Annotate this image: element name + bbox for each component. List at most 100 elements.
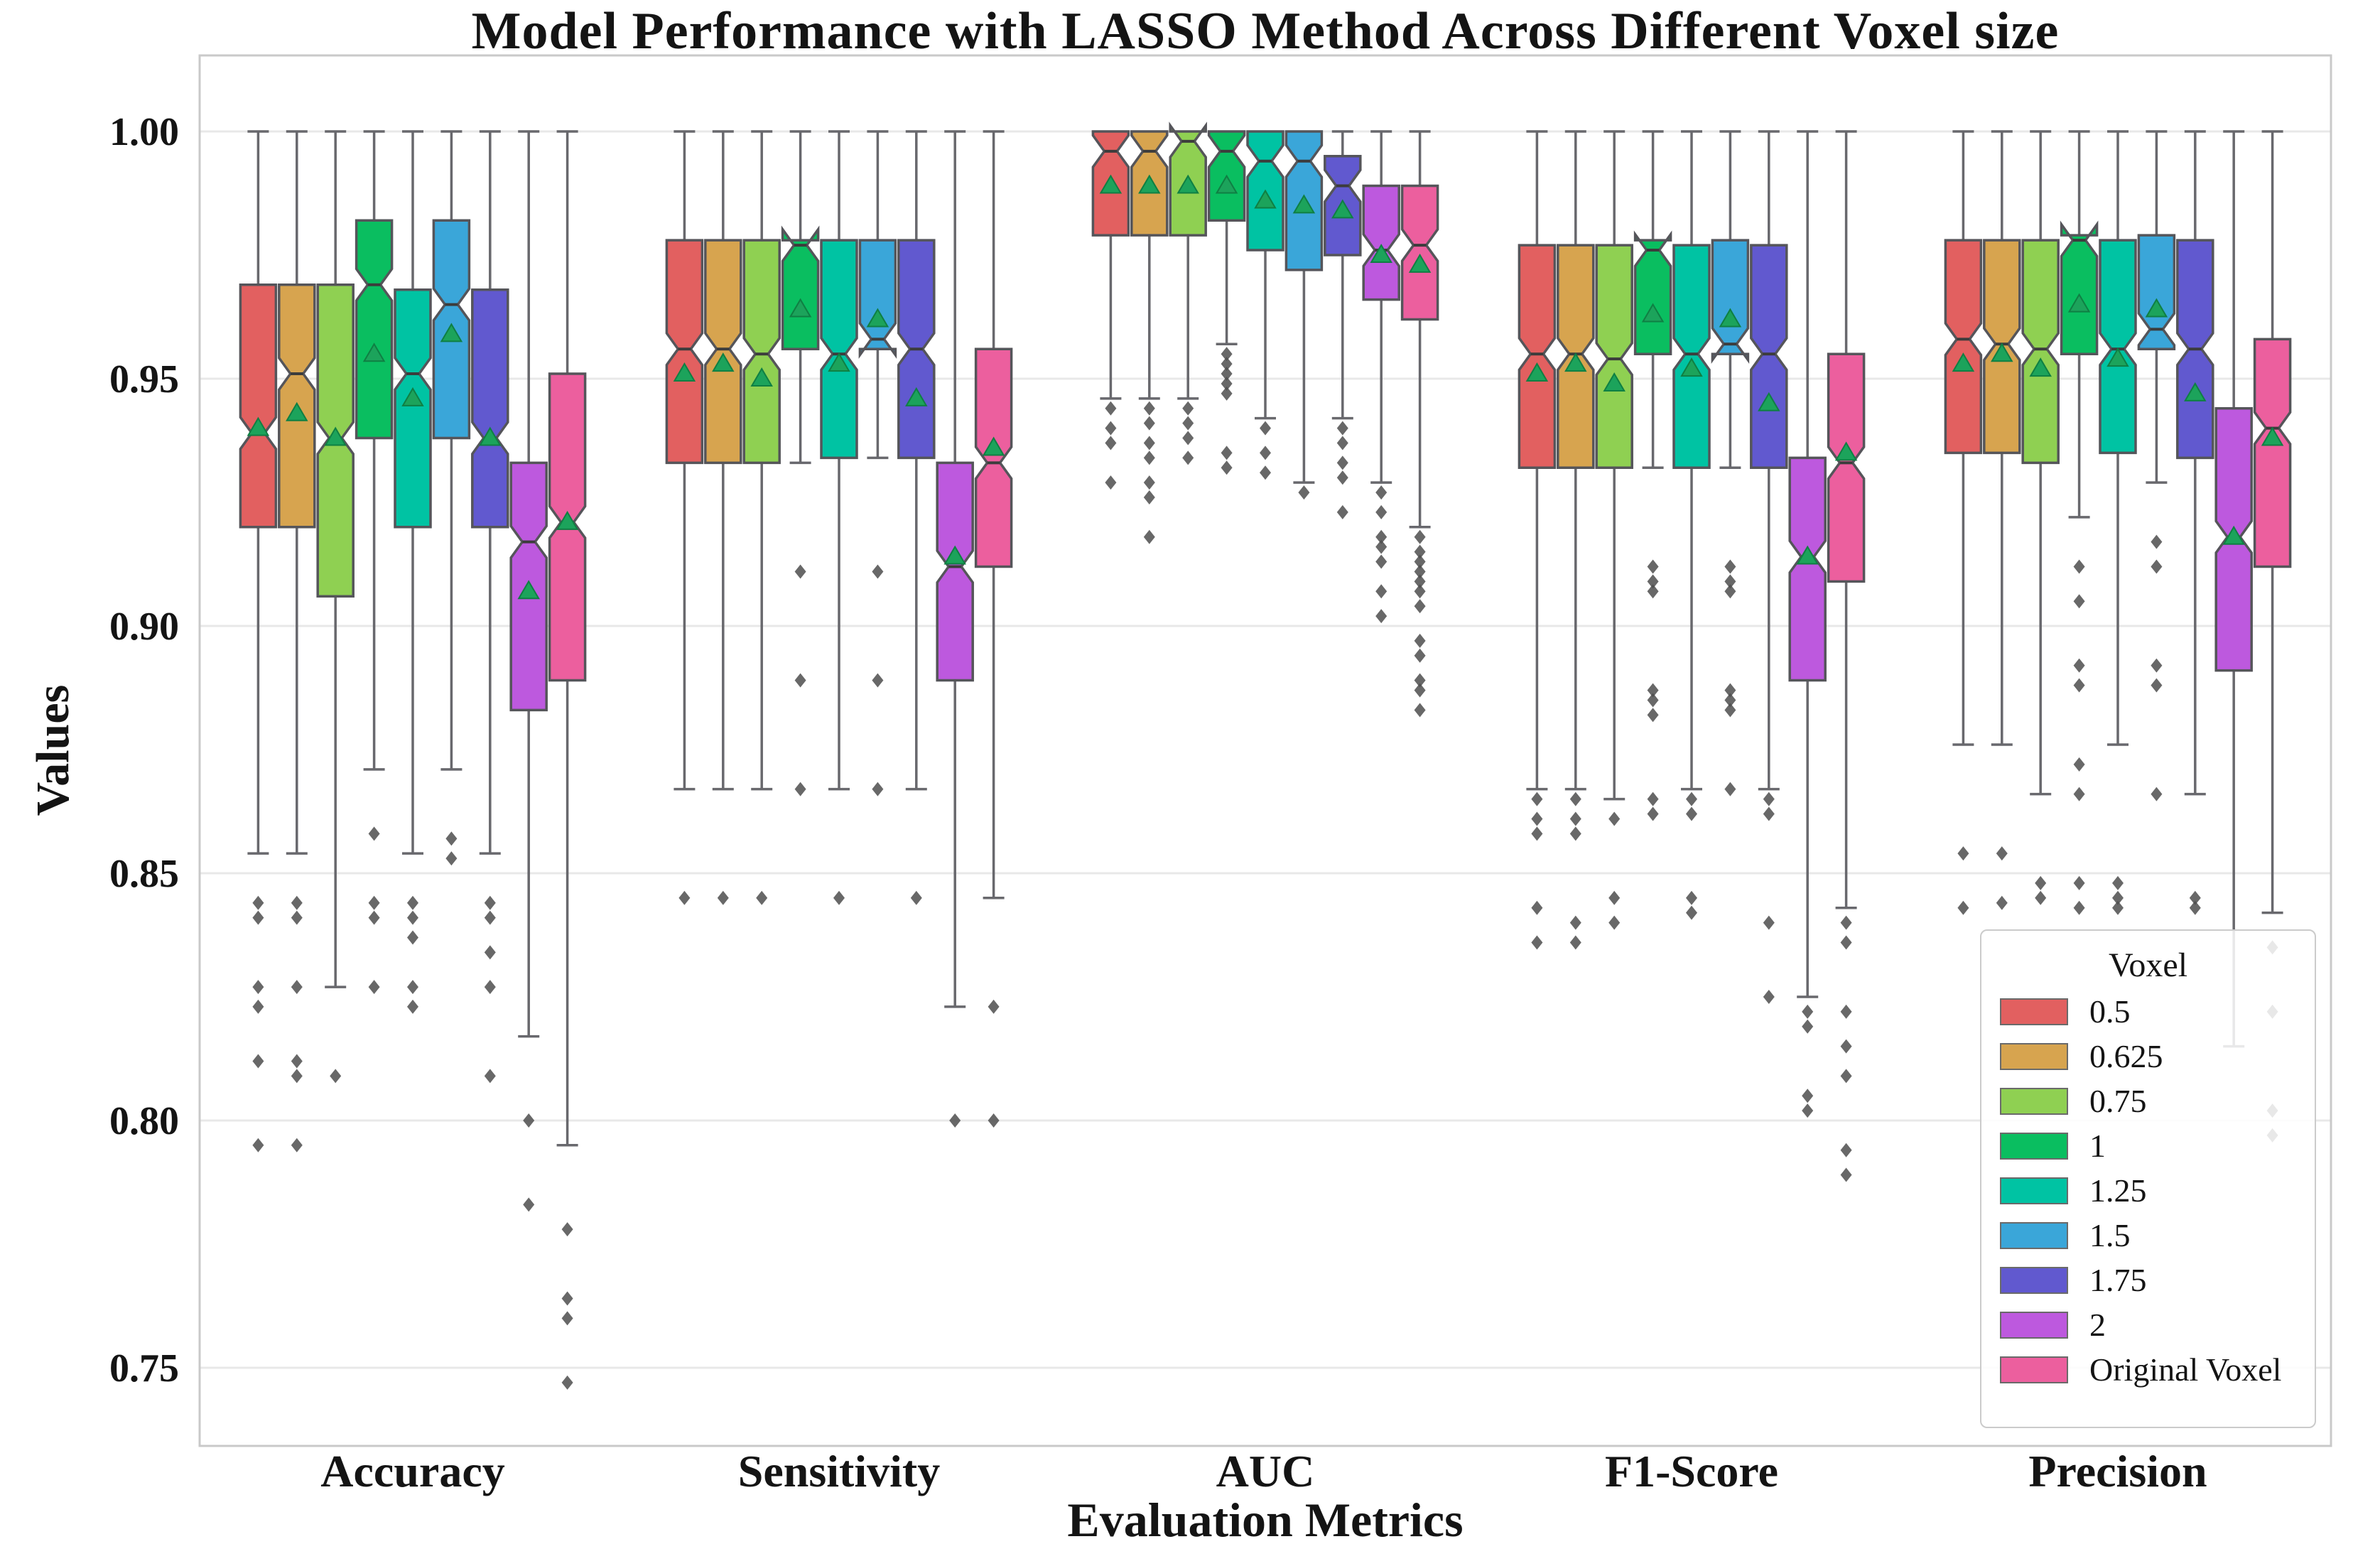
outlier-point — [291, 1054, 303, 1069]
outlier-point — [949, 1113, 961, 1128]
outlier-point — [872, 782, 884, 796]
outlier-point — [1414, 544, 1426, 559]
mean-marker — [247, 416, 270, 436]
mean-marker — [1177, 174, 1199, 194]
outlier-point — [678, 890, 691, 905]
outlier-point — [1686, 890, 1697, 905]
outlier-point — [2112, 875, 2124, 890]
outlier-point — [1375, 584, 1388, 599]
outlier-point — [561, 1311, 573, 1326]
mean-marker — [1603, 372, 1626, 392]
outlier-point — [407, 895, 418, 910]
legend-item-2: 2 — [2000, 1302, 2296, 1347]
legend-label: 0.5 — [2089, 993, 2131, 1030]
box-Accuracy-2 — [509, 130, 548, 1212]
outlier-point — [1724, 782, 1736, 796]
box-Sensitivity-0.625 — [704, 130, 742, 905]
outlier-point — [1336, 455, 1348, 470]
outlier-point — [407, 930, 418, 945]
outlier-point — [484, 945, 496, 960]
legend-swatch — [2000, 1311, 2068, 1339]
box-Accuracy-0.625 — [278, 130, 316, 1152]
mean-marker — [286, 401, 308, 421]
outlier-point — [988, 999, 1000, 1014]
box-F1-Score-1 — [1633, 130, 1672, 821]
mean-marker — [905, 387, 928, 406]
outlier-point — [1375, 539, 1388, 554]
y-tick-label: 0.75 — [109, 1346, 179, 1390]
outlier-point — [291, 1138, 303, 1152]
x-tick-label: Precision — [2028, 1446, 2207, 1496]
box-Precision-0.75 — [2021, 130, 2060, 905]
box-Precision-2 — [2214, 130, 2253, 1048]
outlier-point — [717, 890, 729, 905]
outlier-point — [1724, 703, 1736, 718]
outlier-point — [1686, 905, 1697, 920]
y-tick-label: 1.00 — [109, 110, 179, 154]
box-AUC-0.5 — [1091, 130, 1130, 490]
box-Precision-1.75 — [2176, 130, 2214, 915]
box-Accuracy-1.25 — [394, 130, 432, 1014]
legend-item-1: 1 — [2000, 1123, 2296, 1168]
legend-swatch — [2000, 1042, 2068, 1070]
outlier-point — [523, 1113, 535, 1128]
outlier-point — [1414, 564, 1426, 579]
outlier-point — [1686, 792, 1697, 806]
outlier-point — [2073, 787, 2085, 801]
outlier-point — [2189, 890, 2201, 905]
outlier-point — [1182, 431, 1194, 446]
mean-marker — [1680, 357, 1703, 377]
mean-marker — [2029, 357, 2052, 377]
outlier-point — [1647, 584, 1659, 599]
box-Accuracy-0.5 — [239, 130, 278, 1152]
mean-marker — [517, 580, 540, 600]
x-tick-label: AUC — [1216, 1446, 1315, 1496]
outlier-point — [1336, 421, 1348, 436]
outlier-point — [1221, 460, 1233, 475]
box-F1-Score-Original Voxel — [1827, 130, 1866, 1182]
outlier-point — [2073, 900, 2085, 915]
outlier-point — [1531, 811, 1543, 826]
mean-marker — [712, 352, 735, 372]
outlier-point — [1143, 436, 1155, 450]
outlier-point — [561, 1222, 573, 1237]
box-Precision-1 — [2060, 130, 2099, 915]
outlier-point — [1298, 485, 1310, 500]
outlier-point — [484, 895, 496, 910]
box-F1-Score-1.25 — [1672, 130, 1711, 920]
mean-marker — [1564, 352, 1587, 372]
mean-marker — [2145, 298, 2168, 318]
box-F1-Score-2 — [1788, 130, 1827, 1118]
mean-marker — [1292, 194, 1316, 214]
outlier-point — [2035, 875, 2047, 890]
box-Accuracy-1 — [355, 130, 394, 995]
outlier-point — [1414, 554, 1426, 569]
mean-marker — [1796, 545, 1819, 565]
outlier-point — [484, 980, 496, 995]
box-Sensitivity-1.5 — [858, 130, 897, 796]
legend-label: 0.625 — [2089, 1038, 2163, 1074]
outlier-point — [1531, 935, 1543, 950]
outlier-point — [988, 1113, 1000, 1128]
outlier-point — [368, 895, 380, 910]
outlier-point — [252, 895, 264, 910]
legend-swatch — [2000, 1266, 2068, 1294]
outlier-point — [1802, 1089, 1814, 1103]
legend-swatch — [2000, 1087, 2068, 1115]
outlier-point — [1802, 1019, 1814, 1034]
y-axis-title: Values — [27, 684, 79, 816]
outlier-point — [794, 782, 806, 796]
box-AUC-1.25 — [1246, 130, 1284, 480]
mean-marker — [1719, 308, 1742, 328]
outlier-point — [445, 831, 458, 846]
box-Precision-0.625 — [1983, 130, 2021, 910]
outlier-point — [756, 890, 768, 905]
chart-title: Model Performance with LASSO Method Acro… — [471, 2, 2060, 60]
mean-marker — [1215, 174, 1238, 194]
outlier-point — [1647, 693, 1659, 708]
outlier-point — [1143, 475, 1155, 490]
outlier-point — [1763, 990, 1775, 1004]
outlier-point — [1531, 826, 1543, 841]
